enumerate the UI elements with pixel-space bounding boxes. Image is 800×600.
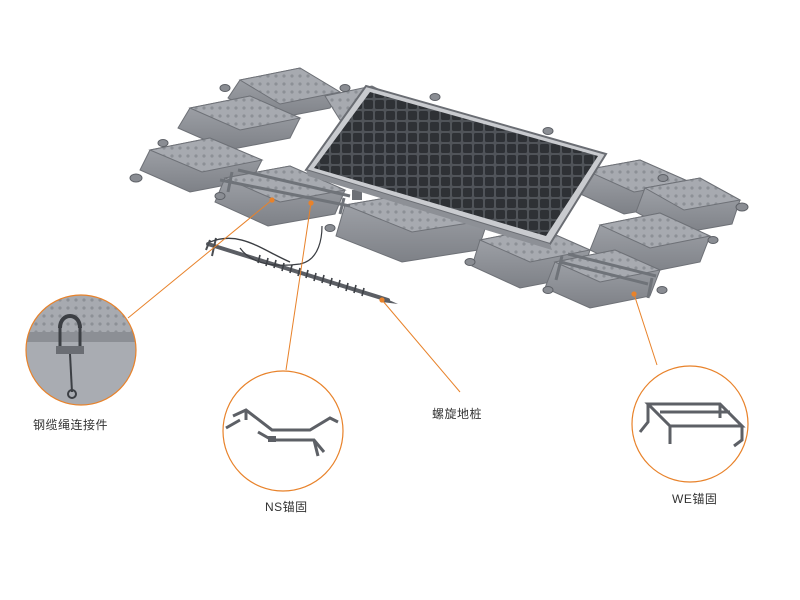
solar-panel (304, 84, 608, 250)
ns-anchor-rail (219, 168, 351, 215)
leader-dots (269, 197, 637, 303)
callout-we-anchor (631, 365, 749, 483)
we-anchor-rail (554, 252, 657, 299)
callout-cable-connector (25, 294, 137, 406)
label-ns-anchor: NS锚固 (265, 500, 308, 514)
float-block (177, 95, 302, 151)
screw-pile (205, 225, 398, 304)
leader-lines (127, 199, 658, 393)
label-cable-connector: 钢缆绳连接件 (33, 418, 109, 432)
label-screw-pile: 螺旋地桩 (432, 407, 483, 421)
label-we-anchor: WE锚固 (672, 492, 718, 506)
callout-ns-anchor (222, 370, 344, 492)
